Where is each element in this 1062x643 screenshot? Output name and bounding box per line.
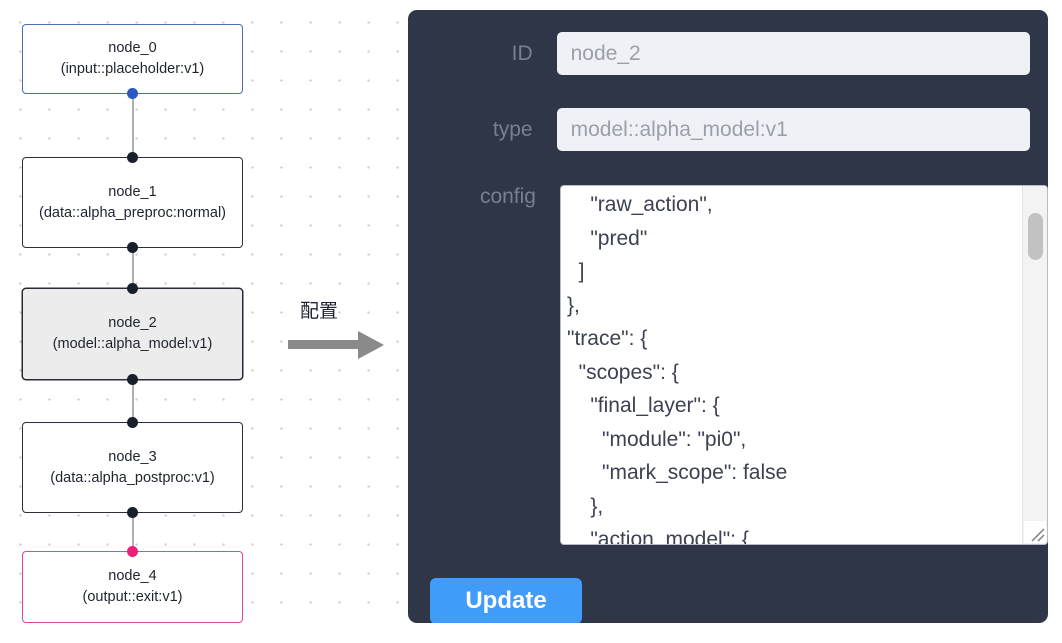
node-handle-node_2-source[interactable] <box>127 374 138 385</box>
id-field-label: ID <box>511 41 533 65</box>
node-title: node_2 <box>108 315 157 331</box>
node-handle-node_1-target[interactable] <box>127 152 138 163</box>
config-textarea-wrapper: "raw_action", "pred" ] }, "trace": { "sc… <box>560 185 1048 545</box>
id-input[interactable] <box>556 32 1030 75</box>
node-handle-node_2-target[interactable] <box>127 283 138 294</box>
type-input[interactable] <box>556 108 1030 151</box>
type-field-label: type <box>492 117 533 141</box>
config-vertical-scrollbar[interactable] <box>1022 186 1047 544</box>
update-button[interactable]: Update <box>430 578 582 623</box>
flow-node-node_3[interactable]: node_3 (data::alpha_postproc:v1) <box>22 422 243 513</box>
node-handle-node_3-source[interactable] <box>127 507 138 518</box>
node-subtitle: (output::exit:v1) <box>82 589 183 605</box>
node-handle-node_4-target[interactable] <box>127 546 138 557</box>
node-title: node_0 <box>108 40 157 56</box>
scrollbar-thumb[interactable] <box>1028 213 1043 260</box>
node-subtitle: (data::alpha_postproc:v1) <box>50 469 215 486</box>
node-title: node_1 <box>108 183 157 200</box>
node-title: node_3 <box>108 448 157 465</box>
edge-node0-node1 <box>132 93 134 159</box>
edge-node2-node3 <box>132 378 134 424</box>
node-config-panel: ID type config "raw_action", "pred" ] },… <box>408 10 1048 623</box>
flow-node-node_2[interactable]: node_2 (model::alpha_model:v1) <box>22 288 243 380</box>
flow-node-node_0[interactable]: node_0 (input::placeholder:v1) <box>22 24 243 94</box>
arrow-label: 配置 <box>300 300 339 322</box>
field-row-config: config <box>430 185 536 209</box>
flow-node-node_1[interactable]: node_1 (data::alpha_preproc:normal) <box>22 157 243 248</box>
edge-node1-node2 <box>132 246 134 292</box>
node-subtitle: (data::alpha_preproc:normal) <box>39 204 226 221</box>
node-subtitle: (model::alpha_model:v1) <box>52 336 213 352</box>
resize-grip-icon[interactable] <box>1024 521 1046 543</box>
arrow-right-icon <box>288 331 384 359</box>
field-row-type: type <box>430 108 1030 151</box>
edge-node3-node4 <box>132 511 134 555</box>
node-subtitle: (input::placeholder:v1) <box>60 61 205 77</box>
node-handle-node_3-target[interactable] <box>127 417 138 428</box>
config-field-label: config <box>479 185 536 208</box>
field-row-id: ID <box>430 32 1030 75</box>
config-textarea[interactable]: "raw_action", "pred" ] }, "trace": { "sc… <box>567 193 788 544</box>
node-handle-node_1-source[interactable] <box>127 242 138 253</box>
flow-node-node_4[interactable]: node_4 (output::exit:v1) <box>22 551 243 623</box>
node-handle-node_0-source[interactable] <box>127 88 138 99</box>
node-title: node_4 <box>108 568 157 584</box>
configure-annotation: 配置 <box>288 296 393 366</box>
